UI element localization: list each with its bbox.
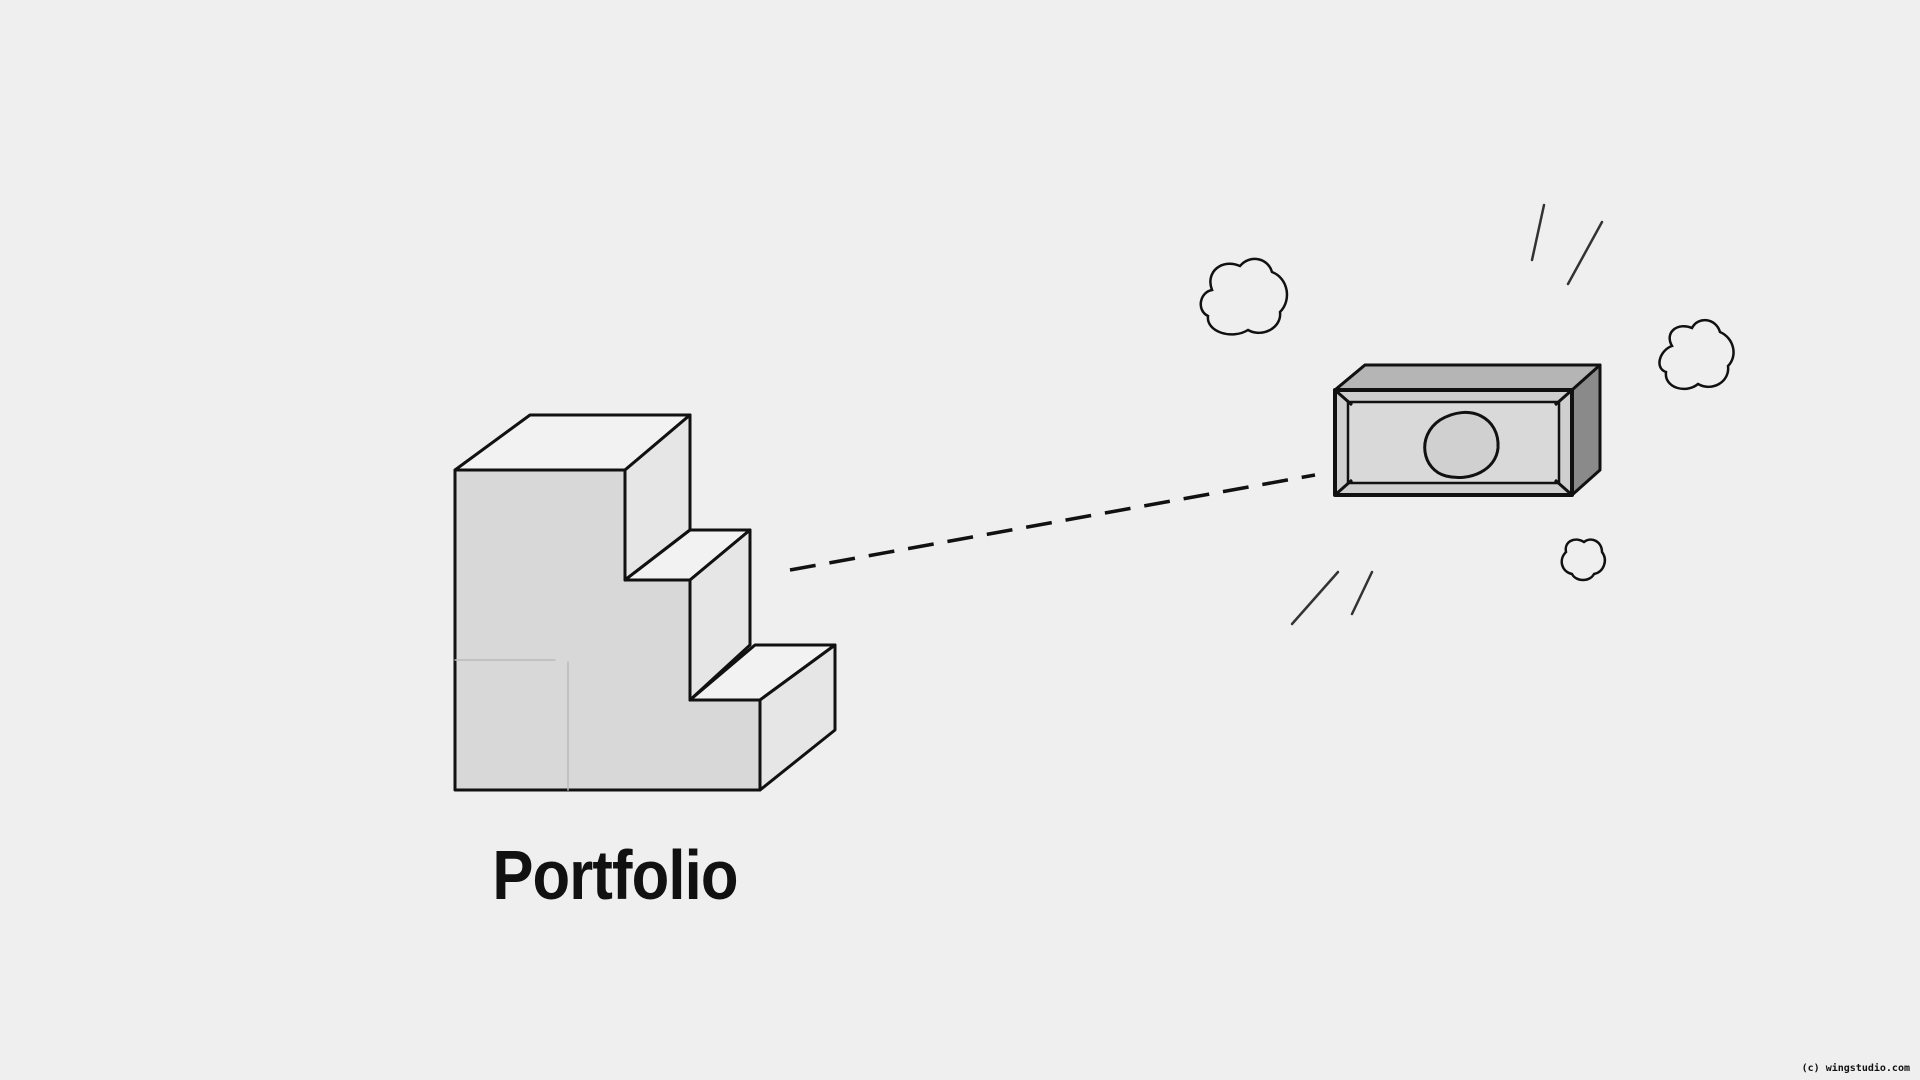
smoke-puff-icon bbox=[1658, 319, 1735, 391]
motion-line-icon bbox=[1290, 570, 1340, 626]
portfolio-label: Portfolio bbox=[492, 836, 738, 914]
stairs-block-icon bbox=[453, 413, 837, 792]
motion-line-icon bbox=[1530, 203, 1546, 262]
smoke-puff-icon bbox=[1199, 257, 1289, 336]
smoke-puff-icon bbox=[1560, 538, 1606, 582]
copyright-credit: (c) wingstudio.com bbox=[1801, 1063, 1910, 1074]
motion-line-icon bbox=[1350, 570, 1374, 616]
motion-line-icon bbox=[1566, 220, 1604, 286]
dashed-connector bbox=[789, 473, 1316, 572]
money-bill-icon bbox=[1333, 363, 1602, 497]
